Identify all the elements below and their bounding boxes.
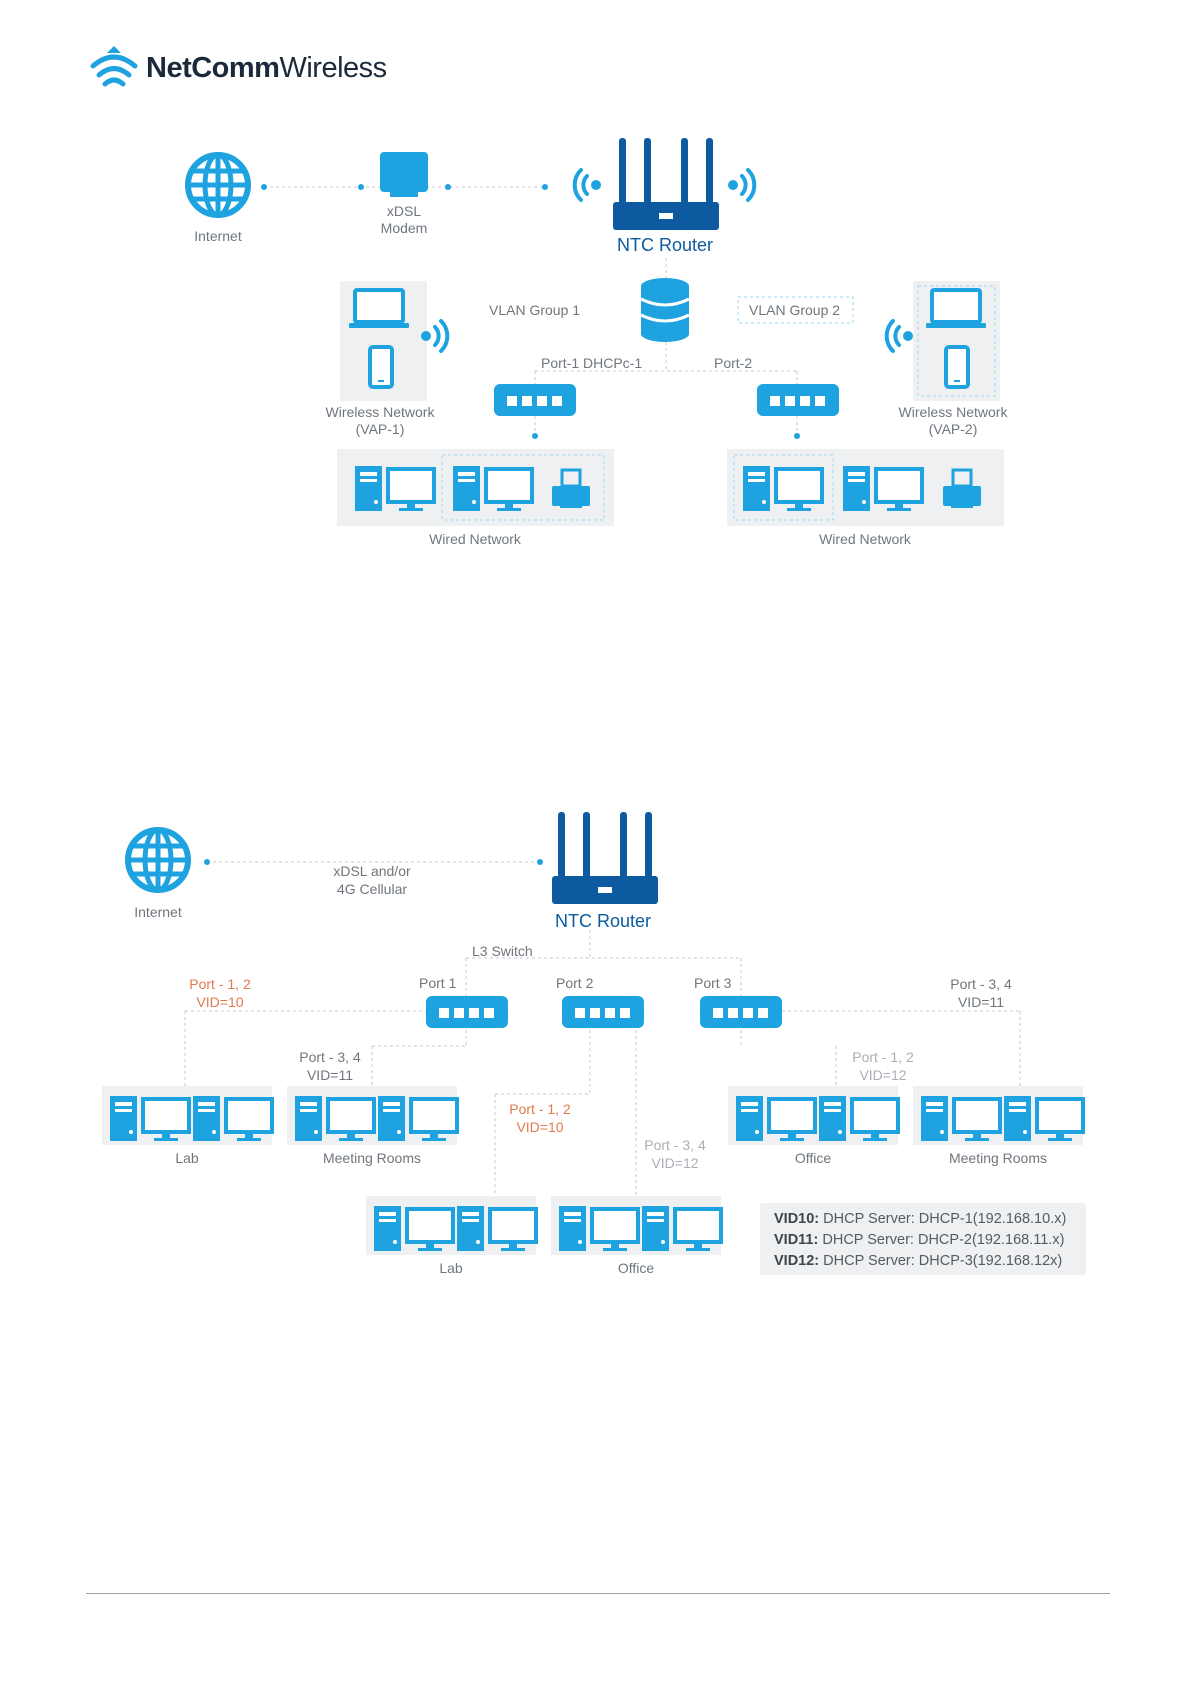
d1-router-label: NTC Router bbox=[617, 235, 714, 255]
d2-switch-port2-icon bbox=[562, 996, 644, 1028]
port-3-label: Port 3 bbox=[694, 975, 732, 991]
vid-row-10: VID10: DHCP Server: DHCP-1(192.168.10.x) bbox=[774, 1211, 1067, 1227]
internet-globe-icon bbox=[188, 155, 248, 215]
d2-switch-port1-icon bbox=[426, 996, 508, 1028]
d1-port2-label: Port-2 bbox=[714, 355, 753, 371]
vid-dhcp-legend: VID10: DHCP Server: DHCP-1(192.168.10.x)… bbox=[760, 1203, 1086, 1275]
d2-switch-port3-icon bbox=[700, 996, 782, 1028]
wireless-2-label: Wireless Network (VAP-2) bbox=[898, 404, 1008, 437]
d2-internet-globe-icon bbox=[128, 830, 188, 890]
diagram-vlan-groups bbox=[0, 138, 1004, 526]
switch-port2-icon bbox=[757, 384, 839, 416]
d2-router-icon bbox=[552, 812, 658, 904]
wired-1-label: Wired Network bbox=[429, 531, 521, 547]
l3-switch-label: L3 Switch bbox=[472, 943, 533, 959]
p3-port-a-vid-label: Port - 1, 2 VID=12 bbox=[852, 1049, 914, 1083]
modem-icon bbox=[380, 152, 428, 197]
router-icon bbox=[613, 138, 719, 230]
phone-2-icon bbox=[944, 345, 970, 389]
database-icon bbox=[640, 278, 690, 342]
d2-internet-label: Internet bbox=[134, 904, 182, 920]
d2-link-label: xDSL and/or 4G Cellular bbox=[333, 863, 411, 897]
d1-port1-label: Port-1 DHCPc-1 bbox=[541, 355, 643, 371]
wireless-1-label: Wireless Network (VAP-1) bbox=[325, 404, 435, 437]
wired-2-label: Wired Network bbox=[819, 531, 911, 547]
wifi-left-icon bbox=[572, 168, 603, 202]
p2-port-a-vid-label: Port - 1, 2 VID=10 bbox=[509, 1101, 571, 1135]
laptop-1-icon bbox=[347, 288, 411, 330]
mid-left-port-vid-label: Port - 3, 4 VID=11 bbox=[299, 1049, 361, 1083]
switch-port1-icon bbox=[494, 384, 576, 416]
left-port-vid-label: Port - 1, 2 VID=10 bbox=[189, 976, 251, 1010]
p2-port-b-vid-label: Port - 3, 4 VID=12 bbox=[644, 1137, 706, 1171]
d2-router-label: NTC Router bbox=[555, 911, 652, 931]
group-lab-top-label: Lab bbox=[175, 1150, 199, 1166]
group-meeting-top-label: Meeting Rooms bbox=[322, 1150, 422, 1166]
wifi-vap2-icon bbox=[884, 319, 915, 353]
brand-name: NetCommWireless bbox=[146, 52, 387, 84]
port-1-label: Port 1 bbox=[419, 975, 457, 991]
phone-1-icon bbox=[368, 345, 394, 389]
footer-divider bbox=[86, 1593, 1110, 1594]
vid-row-11: VID11: DHCP Server: DHCP-2(192.168.11.x) bbox=[774, 1232, 1065, 1248]
right-port-vid-label: Port - 3, 4 VID=11 bbox=[950, 976, 1012, 1010]
diagram-l3-switch bbox=[102, 812, 1085, 1255]
d1-internet-label: Internet bbox=[194, 228, 242, 244]
d1-modem-label: xDSL Modem bbox=[380, 203, 428, 236]
group-lab-bottom-label: Lab bbox=[439, 1260, 463, 1276]
group-meeting-top2-label: Meeting Rooms bbox=[948, 1150, 1048, 1166]
netcomm-logo-icon bbox=[90, 46, 138, 87]
group-office-top-label: Office bbox=[794, 1150, 832, 1166]
group-office-bottom-label: Office bbox=[617, 1260, 655, 1276]
wifi-right-icon bbox=[726, 168, 757, 202]
laptop-2-icon bbox=[924, 288, 988, 330]
vlan-group-2-label: VLAN Group 2 bbox=[749, 302, 841, 318]
vid-row-12: VID12: DHCP Server: DHCP-3(192.168.12x) bbox=[774, 1253, 1063, 1269]
vlan-group-1-label: VLAN Group 1 bbox=[489, 302, 581, 318]
port-2-label: Port 2 bbox=[556, 975, 594, 991]
